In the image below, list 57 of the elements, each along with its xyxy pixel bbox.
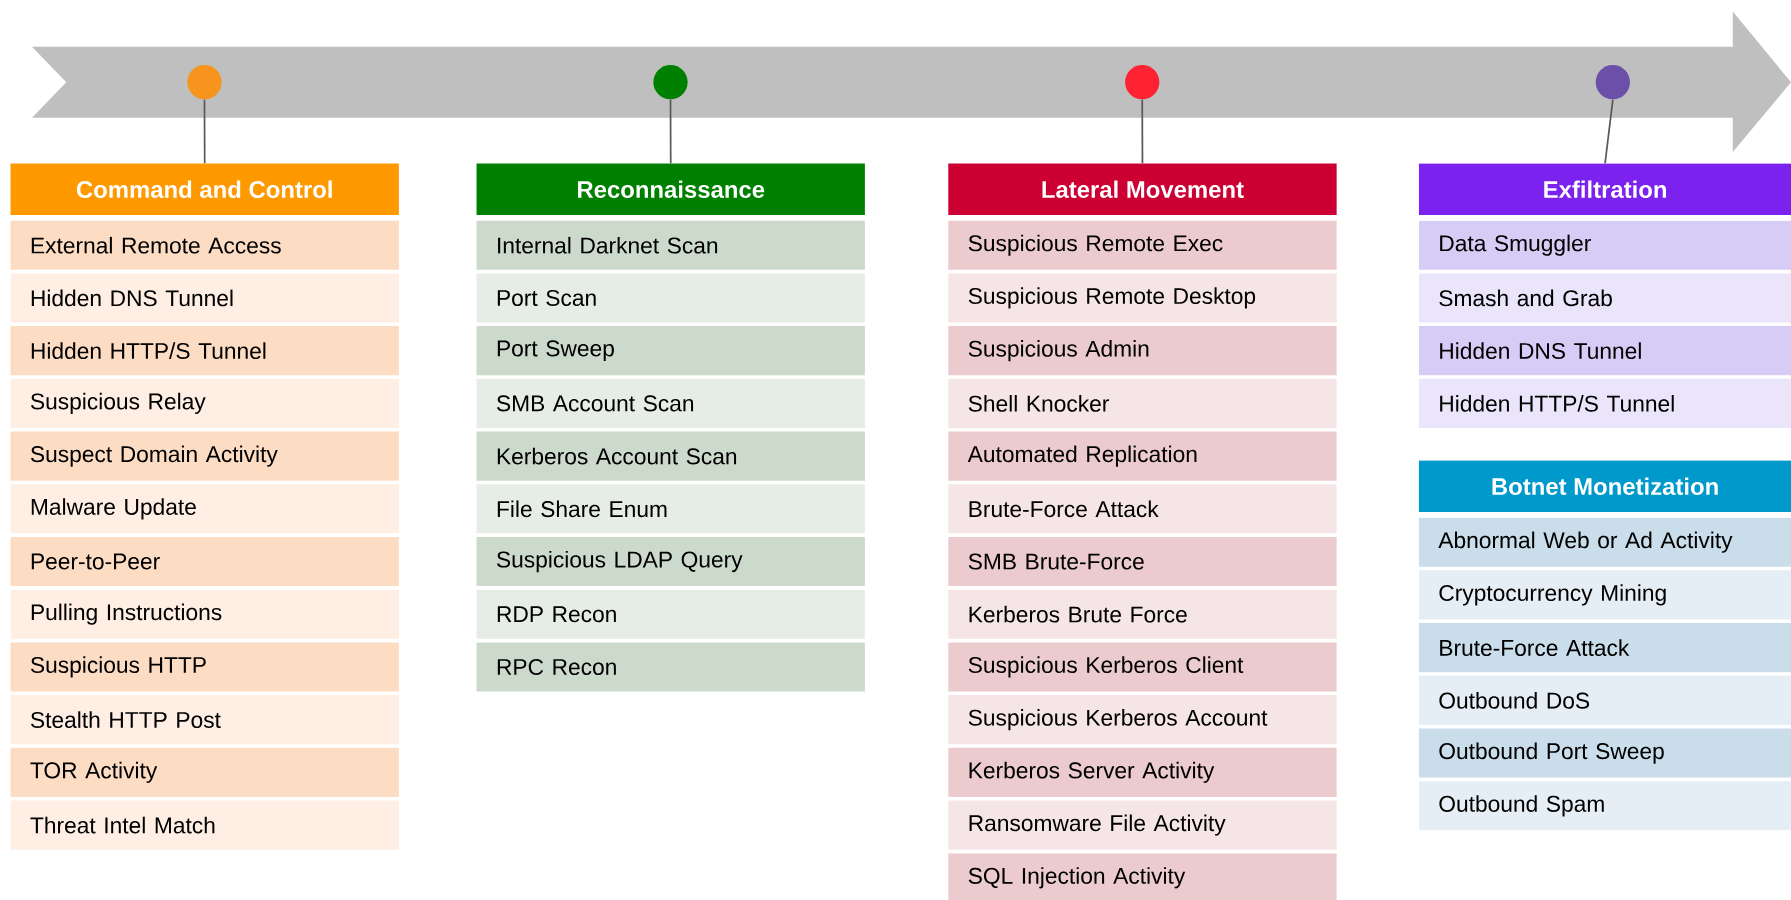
detection-row: Hidden HTTP/S Tunnel — [1418, 378, 1791, 428]
detection-row: Kerberos Brute Force — [948, 589, 1337, 639]
detection-row: Suspicious Kerberos Account — [948, 695, 1337, 745]
detection-row: Suspicious Remote Exec — [948, 220, 1337, 270]
detection-row: Ransomware File Activity — [948, 800, 1337, 850]
detection-row: Suspect Domain Activity — [10, 431, 399, 481]
detection-row: RDP Recon — [476, 589, 865, 639]
category-header: Botnet Monetization — [1418, 460, 1791, 512]
detection-row: RPC Recon — [476, 642, 865, 692]
detection-row: Internal Darknet Scan — [476, 220, 865, 270]
detection-row: Suspicious Remote Desktop — [948, 273, 1337, 323]
detection-row: Outbound DoS — [1418, 675, 1791, 725]
detection-row: Brute-Force Attack — [1418, 623, 1791, 673]
detection-row: Peer-to-Peer — [10, 536, 399, 587]
detection-row: SMB Brute-Force — [948, 536, 1337, 587]
detection-row: Outbound Spam — [1418, 781, 1791, 831]
detection-row: Hidden DNS Tunnel — [1418, 326, 1791, 376]
timeline-dot — [187, 65, 222, 100]
detection-row: External Remote Access — [10, 220, 399, 270]
detection-row: Pulling Instructions — [10, 589, 399, 639]
detection-row: Threat Intel Match — [10, 800, 399, 850]
detection-row: Cryptocurrency Mining — [1418, 570, 1791, 620]
detection-row: TOR Activity — [10, 747, 399, 797]
detection-row: Data Smuggler — [1418, 220, 1791, 270]
connector-line — [669, 98, 672, 165]
detection-row: Smash and Grab — [1418, 273, 1791, 323]
detection-row: Suspicious HTTP — [10, 642, 399, 692]
connector-line — [203, 98, 206, 165]
detection-row: Outbound Port Sweep — [1418, 728, 1791, 778]
category-header: Lateral Movement — [948, 163, 1337, 215]
detection-row: File Share Enum — [476, 484, 865, 534]
category-header: Reconnaissance — [476, 163, 865, 215]
detection-row: Automated Replication — [948, 431, 1337, 481]
connector-line — [1141, 98, 1144, 165]
detection-row: Suspicious Admin — [948, 326, 1337, 376]
category-header: Exfiltration — [1418, 163, 1791, 215]
detection-row: Malware Update — [10, 484, 399, 534]
detection-row: Kerberos Account Scan — [476, 431, 865, 481]
detection-row: Hidden HTTP/S Tunnel — [10, 326, 399, 376]
detection-row: Port Scan — [476, 273, 865, 323]
detection-row: Port Sweep — [476, 326, 865, 376]
detection-row: Suspicious Relay — [10, 378, 399, 428]
timeline-dot — [1595, 65, 1630, 100]
detection-row: SQL Injection Activity — [948, 853, 1337, 900]
category-header: Command and Control — [10, 163, 399, 215]
timeline-dot — [1125, 65, 1160, 100]
detection-row: Brute-Force Attack — [948, 484, 1337, 534]
detection-row: Suspicious LDAP Query — [476, 536, 865, 587]
detection-row: Abnormal Web or Ad Activity — [1418, 517, 1791, 567]
connector-line — [1604, 98, 1614, 165]
detection-row: Suspicious Kerberos Client — [948, 642, 1337, 692]
detection-row: SMB Account Scan — [476, 378, 865, 428]
detection-row: Stealth HTTP Post — [10, 695, 399, 745]
detection-row: Shell Knocker — [948, 378, 1337, 428]
detection-row: Hidden DNS Tunnel — [10, 273, 399, 323]
detection-row: Kerberos Server Activity — [948, 747, 1337, 797]
timeline-dot — [653, 65, 688, 100]
